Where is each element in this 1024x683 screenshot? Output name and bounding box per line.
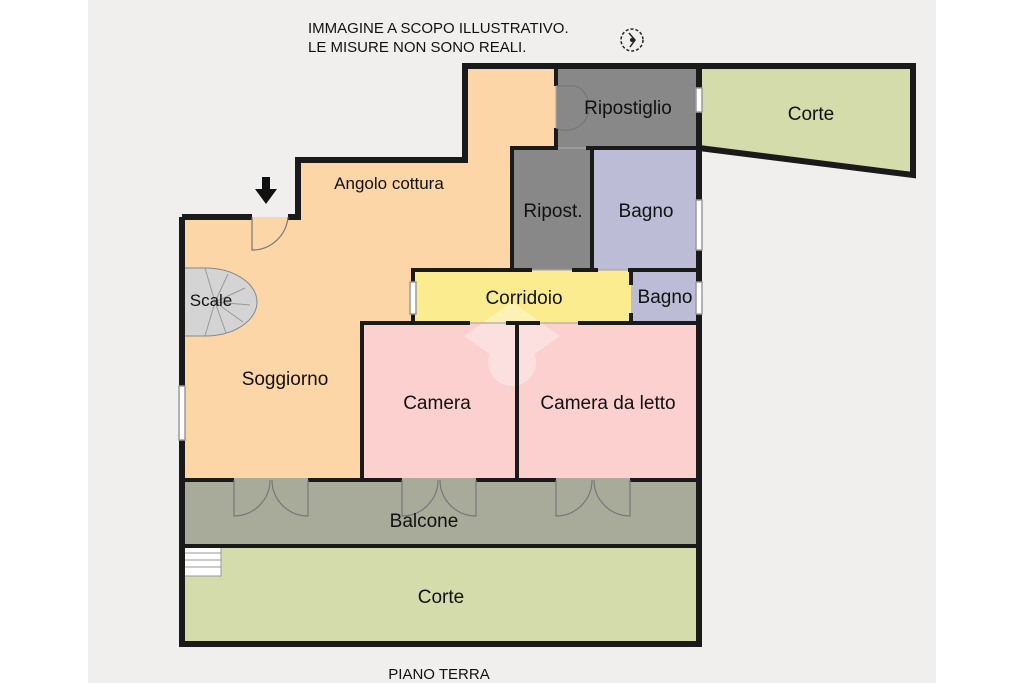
room-corte-top xyxy=(699,66,913,175)
room-camera-da-letto xyxy=(516,323,699,478)
label-bagno-large: Bagno xyxy=(619,201,674,222)
steps-icon xyxy=(182,545,222,577)
disclaimer-line-1: IMMAGINE A SCOPO ILLUSTRATIVO. xyxy=(308,20,569,37)
label-corte-top: Corte xyxy=(788,104,834,125)
room-ripostiglio xyxy=(556,66,699,146)
room-corte-bottom xyxy=(182,546,699,644)
watermark-logo-icon xyxy=(464,302,560,386)
entrance-arrow-icon xyxy=(255,177,277,204)
stairs-icon xyxy=(182,267,258,337)
room-camera xyxy=(362,323,516,478)
label-balcone: Balcone xyxy=(390,511,459,532)
label-bagno-small: Bagno xyxy=(638,287,693,308)
compass-icon xyxy=(620,28,644,52)
room-bagno-large xyxy=(592,146,699,270)
label-scale: Scale xyxy=(190,291,233,310)
interior-walls xyxy=(180,66,701,548)
label-soggiorno: Soggiorno xyxy=(242,369,329,390)
label-angolo-cottura: Angolo cottura xyxy=(334,174,444,193)
label-corridoio: Corridoio xyxy=(485,288,562,309)
room-ripost xyxy=(512,146,592,270)
floor-label: PIANO TERRA xyxy=(388,666,489,683)
label-corte-bottom: Corte xyxy=(418,587,464,608)
label-camera: Camera xyxy=(403,393,471,414)
label-camera-da-letto: Camera da letto xyxy=(540,393,675,414)
room-bagno-small xyxy=(631,270,699,323)
room-corridoio xyxy=(413,270,631,323)
disclaimer-line-2: LE MISURE NON SONO REALI. xyxy=(308,39,526,56)
label-ripost: Ripost. xyxy=(523,201,582,222)
doors xyxy=(233,85,631,517)
room-soggiorno-angolo-cottura xyxy=(182,66,556,478)
label-ripostiglio: Ripostiglio xyxy=(584,98,672,119)
windows xyxy=(178,87,703,441)
